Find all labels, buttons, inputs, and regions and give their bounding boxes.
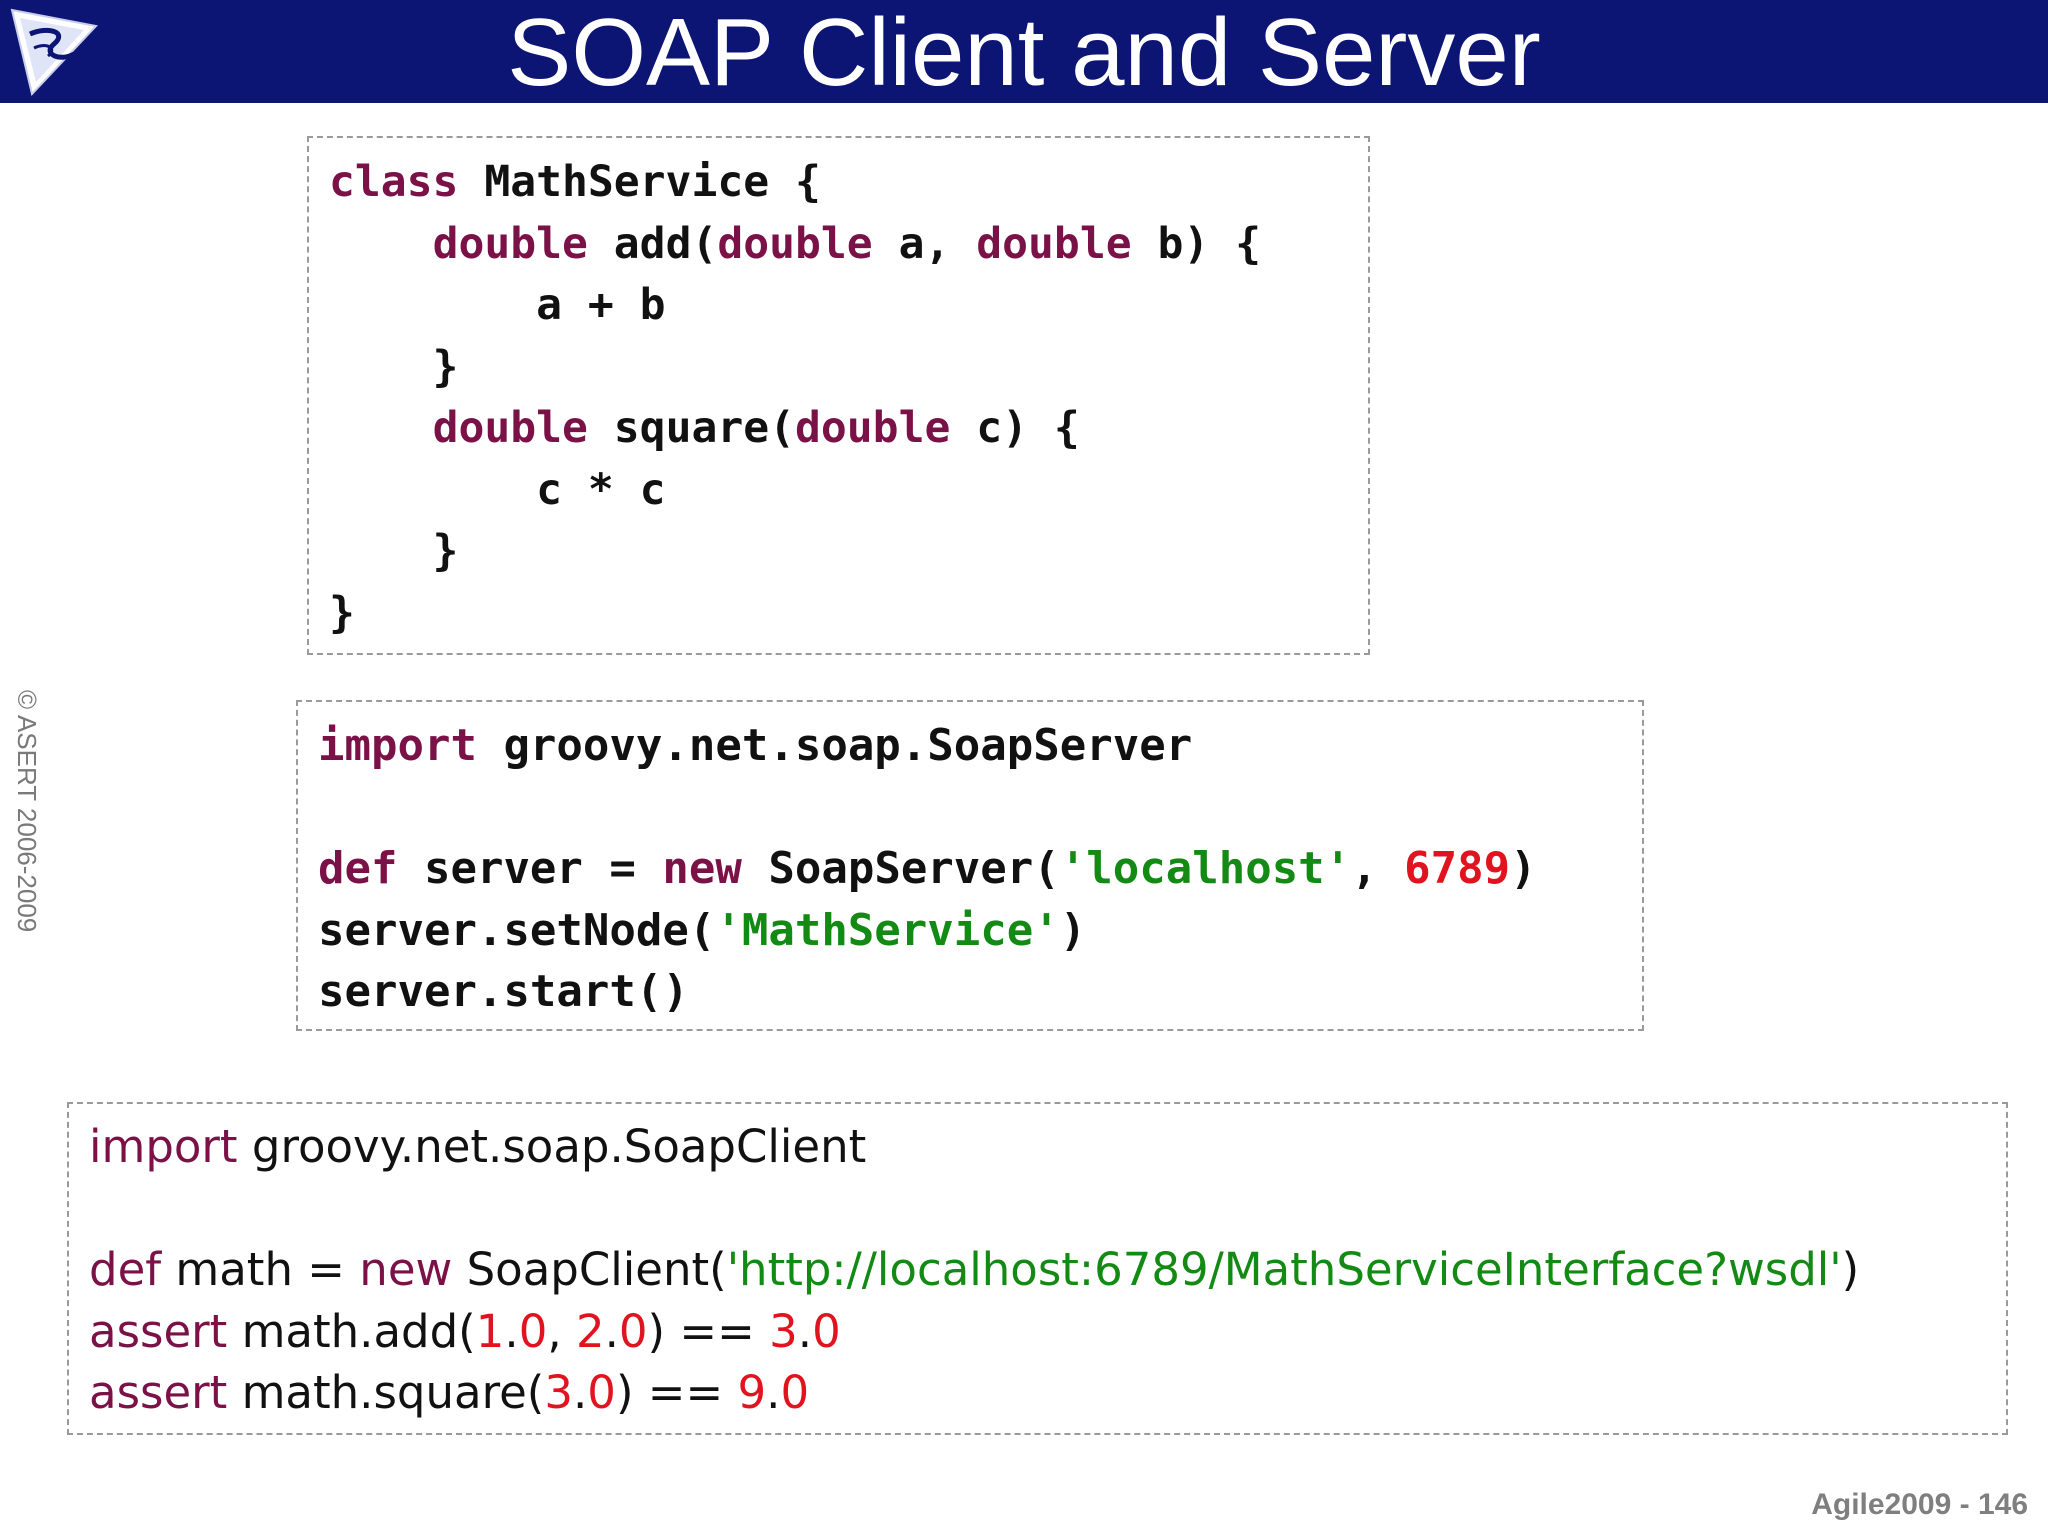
code-line: a + b — [329, 275, 1368, 337]
code-token: ) — [1510, 843, 1537, 894]
code-number: 3 — [769, 1304, 798, 1358]
code-line: c * c — [329, 460, 1368, 522]
code-keyword: import — [89, 1120, 238, 1173]
code-line: def server = new SoapServer('localhost',… — [318, 838, 1642, 900]
code-number: 3 — [544, 1366, 573, 1419]
code-token: groovy.net.soap.SoapClient — [237, 1120, 867, 1173]
code-line: double square(double c) { — [329, 398, 1368, 460]
code-token: } — [329, 526, 459, 576]
code-line — [89, 1178, 2006, 1240]
code-token: a, — [872, 218, 977, 269]
code-number: 0 — [780, 1366, 810, 1419]
code-token: b) { — [1131, 218, 1262, 269]
soap-server-code: import groovy.net.soap.SoapServer def se… — [298, 702, 1642, 1023]
math-service-code: class MathService { double add(double a,… — [309, 138, 1368, 644]
code-line: double add(double a, double b) { — [329, 214, 1368, 276]
code-token — [329, 219, 433, 269]
code-keyword: assert — [89, 1304, 228, 1358]
code-keyword: double — [432, 403, 588, 453]
code-token: ) == — [615, 1366, 738, 1419]
code-token: } — [329, 341, 459, 392]
code-token: add( — [587, 218, 718, 269]
code-token: server.start() — [318, 966, 689, 1017]
code-line: server.setNode('MathService') — [318, 900, 1642, 962]
code-token: ) — [1059, 904, 1087, 956]
code-keyword: double — [432, 218, 588, 269]
code-line: } — [329, 583, 1368, 645]
code-token: math.square( — [227, 1366, 545, 1419]
code-token: c * c — [329, 464, 666, 515]
code-number: 2 — [575, 1304, 605, 1358]
code-line: import groovy.net.soap.SoapClient — [89, 1116, 2006, 1178]
code-token: . — [572, 1366, 588, 1419]
code-token: groovy.net.soap.SoapServer — [476, 720, 1193, 771]
copyright-notice: © ASERT 2006-2009 — [12, 690, 42, 933]
code-string: 'http://localhost:6789/MathServiceInterf… — [726, 1243, 1842, 1296]
code-token: . — [797, 1304, 813, 1358]
code-number: 0 — [518, 1304, 548, 1358]
code-token: SoapClient( — [452, 1243, 727, 1296]
code-token: MathService { — [458, 157, 821, 207]
code-keyword: double — [717, 218, 873, 269]
soap-client-code: import groovy.net.soap.SoapClient def ma… — [69, 1104, 2006, 1424]
soap-client-code-box: import groovy.net.soap.SoapClient def ma… — [67, 1102, 2008, 1435]
code-token: } — [329, 587, 355, 638]
code-keyword: def — [89, 1243, 162, 1296]
soap-server-code-box: import groovy.net.soap.SoapServer def se… — [296, 700, 1644, 1031]
code-line: assert math.add(1.0, 2.0) == 3.0 — [89, 1301, 2006, 1363]
code-token: server.setNode( — [318, 904, 716, 956]
code-number: 0 — [812, 1304, 841, 1358]
code-keyword: class — [329, 157, 459, 207]
code-token: . — [504, 1304, 519, 1358]
code-token: ) == — [647, 1304, 770, 1358]
code-token: math.add( — [227, 1304, 476, 1358]
code-token: , — [547, 1304, 576, 1358]
code-token: SoapServer( — [741, 843, 1060, 894]
math-service-code-box: class MathService { double add(double a,… — [307, 136, 1370, 655]
code-number: 0 — [587, 1366, 616, 1419]
code-token — [329, 403, 433, 453]
code-string: 'MathService' — [715, 904, 1060, 956]
code-string: 'localhost' — [1059, 843, 1352, 894]
slide-title: SOAP Client and Server — [507, 0, 1541, 106]
slide-footer: Agile2009 - 146 — [1811, 1488, 2028, 1521]
code-keyword: assert — [89, 1366, 228, 1419]
code-line: class MathService { — [329, 152, 1368, 214]
code-line: def math = new SoapClient('http://localh… — [89, 1239, 2006, 1301]
code-number: 9 — [737, 1366, 767, 1419]
code-token: square( — [587, 403, 796, 453]
code-keyword: double — [976, 218, 1132, 269]
code-number: 0 — [618, 1304, 648, 1358]
code-line: } — [329, 337, 1368, 399]
code-token: , — [1351, 843, 1405, 894]
title-bar: SOAP Client and Server — [0, 0, 2048, 106]
code-token: server = — [397, 843, 663, 894]
code-token: a + b — [329, 280, 666, 330]
code-token: . — [766, 1366, 781, 1419]
code-token: math = — [161, 1243, 360, 1296]
code-token: c) { — [950, 403, 1080, 453]
code-number: 6789 — [1404, 843, 1511, 894]
code-token: . — [604, 1304, 619, 1358]
asert-logo-icon — [10, 8, 98, 97]
code-line: } — [329, 521, 1368, 583]
code-keyword: def — [318, 843, 398, 894]
code-keyword: double — [795, 403, 951, 453]
code-number: 1 — [475, 1304, 505, 1358]
code-keyword: new — [662, 843, 742, 894]
code-line — [318, 777, 1642, 839]
code-line: import groovy.net.soap.SoapServer — [318, 715, 1642, 777]
code-line: assert math.square(3.0) == 9.0 — [89, 1362, 2006, 1424]
code-keyword: new — [359, 1243, 453, 1296]
code-keyword: import — [318, 720, 477, 771]
code-token: ) — [1841, 1243, 1860, 1296]
code-line: server.start() — [318, 961, 1642, 1023]
